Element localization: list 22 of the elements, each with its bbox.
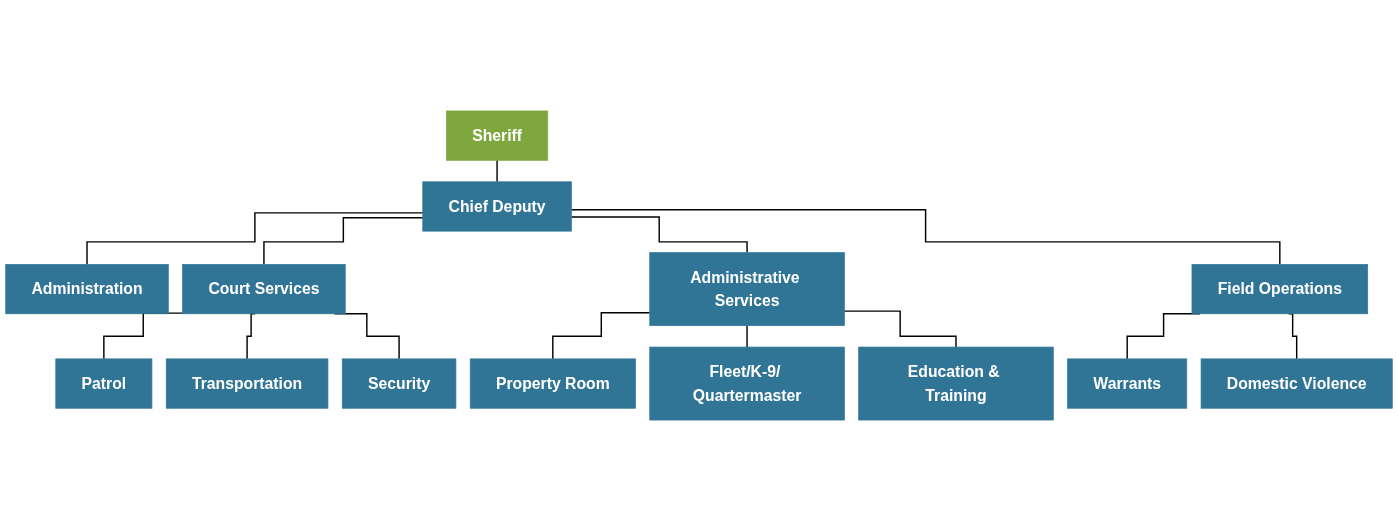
connector <box>746 324 748 348</box>
node-box <box>182 264 346 315</box>
node-box <box>1191 264 1369 315</box>
node-box <box>1200 358 1393 409</box>
node-box <box>858 346 1054 421</box>
connector <box>570 216 748 254</box>
node-box <box>649 346 845 421</box>
connector <box>86 212 424 266</box>
node-box <box>341 358 457 409</box>
node-box <box>1067 358 1188 409</box>
connector <box>496 159 498 183</box>
node-box <box>422 181 572 232</box>
connector <box>843 310 957 348</box>
node-box <box>469 358 636 409</box>
node-box <box>165 358 329 409</box>
node-box <box>5 264 169 315</box>
connector <box>263 217 424 266</box>
node-box <box>55 358 153 409</box>
node-box <box>649 252 845 326</box>
node-box <box>446 110 549 161</box>
connector <box>570 209 1281 266</box>
connector <box>552 312 651 360</box>
